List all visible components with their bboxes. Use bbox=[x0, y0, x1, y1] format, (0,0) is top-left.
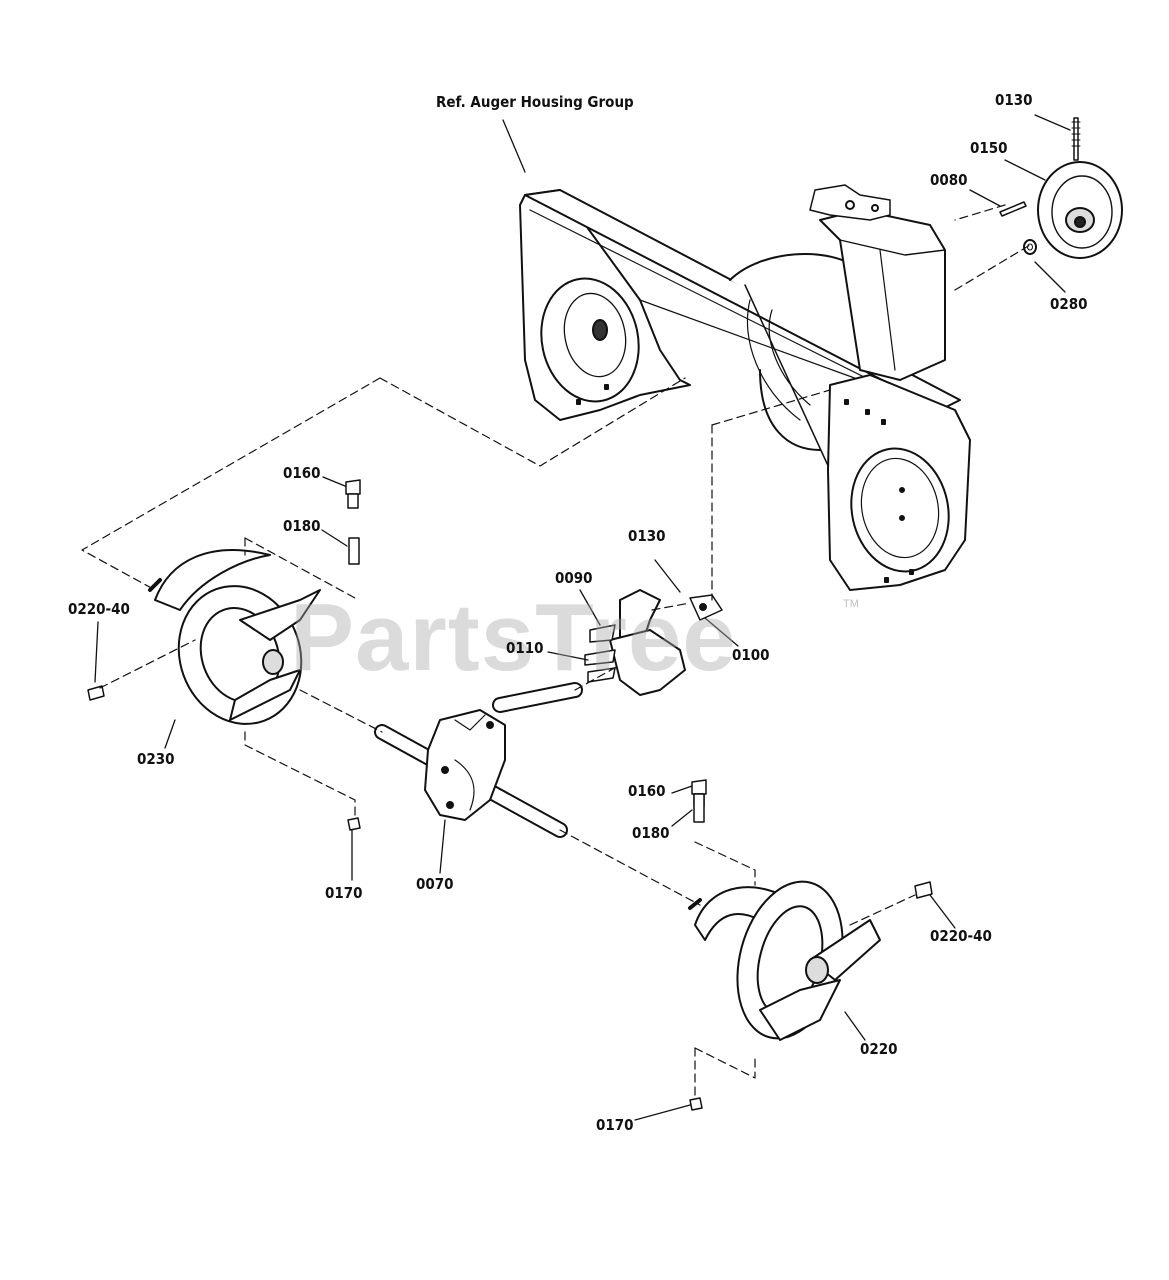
hardware bbox=[87, 479, 933, 1111]
part-label[interactable]: 0220 bbox=[860, 1040, 898, 1058]
part-label[interactable]: 0150 bbox=[970, 139, 1008, 157]
auger-right bbox=[688, 880, 881, 1041]
part-label[interactable]: 0130 bbox=[995, 91, 1033, 109]
part-label[interactable]: 0170 bbox=[596, 1116, 634, 1134]
washer bbox=[1023, 239, 1037, 255]
gearbox bbox=[374, 682, 583, 838]
watermark: PartsTree bbox=[290, 584, 737, 691]
part-label[interactable]: 0070 bbox=[416, 875, 454, 893]
part-label[interactable]: 0180 bbox=[632, 824, 670, 842]
part-label[interactable]: 0180 bbox=[283, 517, 321, 535]
part-label[interactable]: 0160 bbox=[628, 782, 666, 800]
part-label[interactable]: 0130 bbox=[628, 527, 666, 545]
part-label[interactable]: 0160 bbox=[283, 464, 321, 482]
pulley bbox=[1037, 161, 1123, 259]
part-label[interactable]: 0230 bbox=[137, 750, 175, 768]
part-label[interactable]: 0280 bbox=[1050, 295, 1088, 313]
trademark: TM bbox=[843, 598, 859, 610]
part-label[interactable]: 0090 bbox=[555, 569, 593, 587]
key bbox=[999, 201, 1027, 217]
part-label[interactable]: 0080 bbox=[930, 171, 968, 189]
auger-housing bbox=[519, 184, 971, 591]
bolt-top bbox=[1073, 117, 1079, 161]
leader-lines bbox=[94, 114, 1071, 1121]
reference-label: Ref. Auger Housing Group bbox=[436, 93, 634, 111]
assembly-lines bbox=[81, 204, 1031, 1099]
auger-left bbox=[148, 549, 321, 725]
part-label[interactable]: 0220-40 bbox=[68, 600, 130, 618]
part-label[interactable]: 0100 bbox=[732, 646, 770, 664]
part-label[interactable]: 0220-40 bbox=[930, 927, 992, 945]
part-label[interactable]: 0170 bbox=[325, 884, 363, 902]
part-label[interactable]: 0110 bbox=[506, 639, 544, 657]
